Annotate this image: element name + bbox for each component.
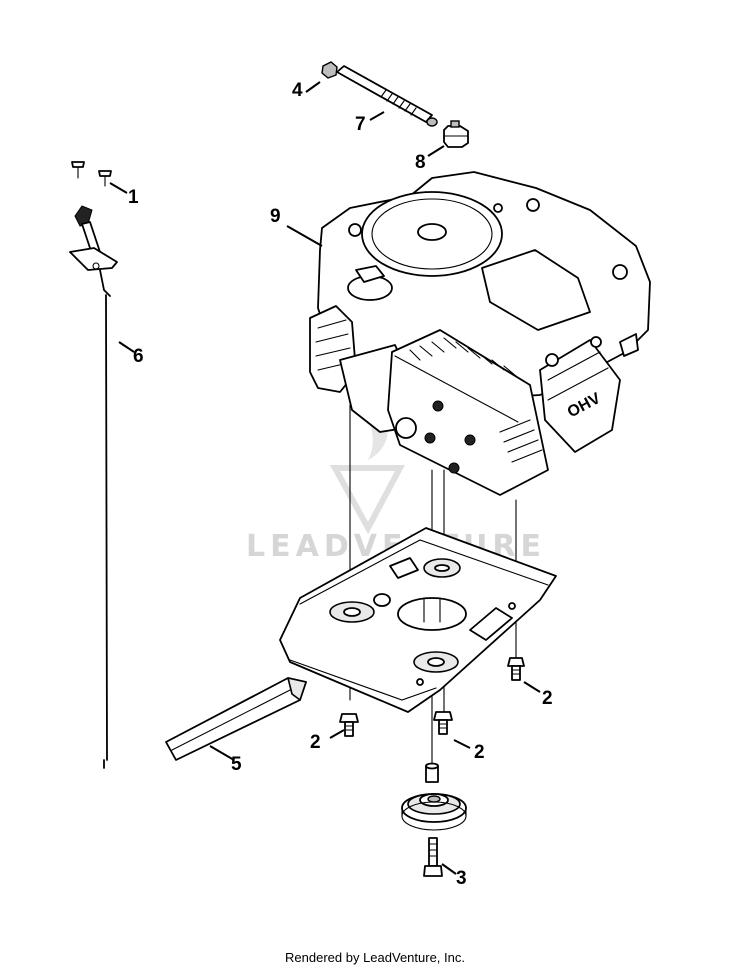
pulley-spacer	[425, 762, 439, 783]
callout-5: 5	[231, 754, 242, 775]
part-8-bumper	[443, 120, 469, 148]
part-4-nut	[321, 61, 338, 79]
part-2-bolt-center	[433, 711, 453, 735]
part-5-chute	[165, 677, 307, 761]
callout-8: 8	[415, 152, 426, 173]
part-6-throttle-control	[69, 205, 118, 769]
pulley	[401, 793, 467, 831]
callout-7: 7	[355, 114, 366, 135]
leader-lines	[109, 81, 541, 875]
part-3-bolt	[423, 837, 443, 877]
callout-4: 4	[292, 80, 303, 101]
callout-9: 9	[270, 206, 281, 227]
footer-credit: Rendered by LeadVenture, Inc.	[285, 950, 465, 965]
callout-2-right: 2	[542, 688, 553, 709]
deck-plate	[279, 527, 557, 713]
part-9-engine: OHV	[309, 171, 651, 496]
part-2-bolt-right	[507, 657, 525, 681]
callout-6: 6	[133, 346, 144, 367]
part-1-screws	[71, 161, 112, 187]
callout-1: 1	[128, 187, 139, 208]
callout-2-center: 2	[474, 742, 485, 763]
callout-2-left: 2	[310, 732, 321, 753]
callout-3: 3	[456, 868, 467, 889]
part-7-rod	[336, 65, 438, 127]
part-2-bolt-left	[339, 713, 359, 737]
